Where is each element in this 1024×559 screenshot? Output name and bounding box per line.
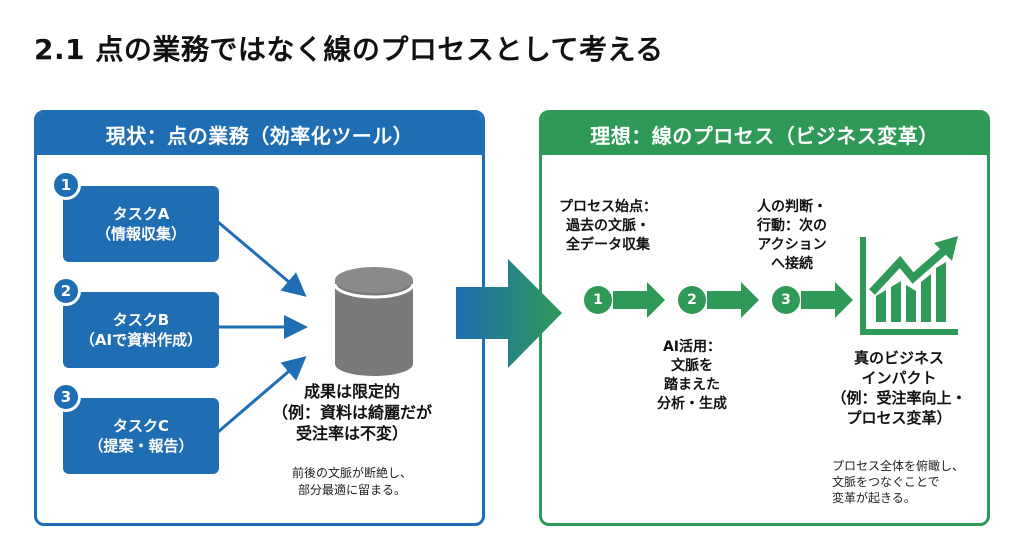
ideal-note-text: プロセス全体を俯瞰し、 文脈をつなぐことで 変革が起きる。 bbox=[832, 458, 987, 506]
impact-line: インパクト bbox=[861, 369, 937, 387]
task-b-number-badge: 2 bbox=[51, 276, 81, 306]
limited-result-text: 成果は限定的 （例：資料は綺麗だが 受注率は不変） bbox=[242, 381, 462, 444]
label-line: AI活用： bbox=[662, 339, 722, 355]
task-a-detail: （情報収集） bbox=[95, 225, 186, 243]
label-line: 全データ収集 bbox=[566, 237, 650, 253]
note-line: 前後の文脈が断絶し、 bbox=[291, 466, 412, 480]
task-c-box: 3 タスクC （提案・報告） bbox=[51, 382, 219, 474]
task-b-box: 2 タスクB （AIで資料作成） bbox=[51, 276, 219, 368]
impact-line: プロセス変革） bbox=[846, 409, 952, 427]
task-a-name: タスクA bbox=[112, 205, 170, 223]
label-line: へ接続 bbox=[771, 256, 813, 272]
ideal-state-panel: 理想：線のプロセス（ビジネス変革） プロセス始点： 過去の文脈・ 全データ収集 … bbox=[539, 110, 990, 526]
impact-line: （例：受注率向上・ bbox=[831, 389, 967, 407]
step-3-label: 人の判断・ 行動：次の アクション へ接続 bbox=[742, 198, 842, 274]
label-line: 過去の文脈・ bbox=[566, 218, 650, 234]
current-state-panel: 現状：点の業務（効率化ツール） 1 タスクA （情報収集） 2 タスクB （AI… bbox=[34, 110, 485, 526]
note-line: 変革が起きる。 bbox=[832, 491, 916, 505]
task-b-detail: （AIで資料作成） bbox=[79, 331, 203, 349]
page-title: 2.1 点の業務ではなく線のプロセスとして考える bbox=[34, 33, 664, 66]
result-line: 受注率は不変） bbox=[295, 424, 408, 443]
result-line: 成果は限定的 bbox=[303, 382, 400, 401]
current-state-header: 現状：点の業務（効率化ツール） bbox=[37, 113, 482, 155]
task-a-number-badge: 1 bbox=[51, 170, 81, 200]
step-2-label: AI活用： 文脈を 踏まえた 分析・生成 bbox=[642, 338, 742, 414]
result-line: （例：資料は綺麗だが bbox=[271, 403, 432, 422]
task-b-name: タスクB bbox=[112, 311, 170, 329]
step-2-number: 2 bbox=[678, 286, 706, 314]
label-line: 分析・生成 bbox=[657, 396, 727, 412]
task-a-box: 1 タスクA （情報収集） bbox=[51, 170, 219, 262]
step-1-number: 1 bbox=[584, 286, 612, 314]
business-impact-text: 真のビジネス インパクト （例：受注率向上・ プロセス変革） bbox=[814, 348, 984, 428]
label-line: 行動：次の bbox=[757, 218, 827, 234]
step-1-label: プロセス始点： 過去の文脈・ 全データ収集 bbox=[548, 198, 668, 255]
label-line: 文脈を bbox=[671, 358, 713, 374]
label-line: プロセス始点： bbox=[559, 199, 657, 215]
ideal-state-header: 理想：線のプロセス（ビジネス変革） bbox=[542, 113, 987, 155]
current-note-text: 前後の文脈が断絶し、 部分最適に留まる。 bbox=[242, 465, 462, 499]
impact-line: 真のビジネス bbox=[853, 349, 944, 367]
task-c-detail: （提案・報告） bbox=[88, 437, 194, 455]
note-line: プロセス全体を俯瞰し、 bbox=[832, 459, 965, 473]
note-line: 文脈をつなぐことで bbox=[832, 475, 940, 489]
label-line: アクション bbox=[757, 237, 827, 253]
note-line: 部分最適に留まる。 bbox=[297, 483, 406, 497]
label-line: 踏まえた bbox=[664, 377, 720, 393]
label-line: 人の判断・ bbox=[757, 199, 827, 215]
step-3-number: 3 bbox=[772, 286, 800, 314]
task-c-number-badge: 3 bbox=[51, 382, 81, 412]
task-c-name: タスクC bbox=[112, 417, 169, 435]
